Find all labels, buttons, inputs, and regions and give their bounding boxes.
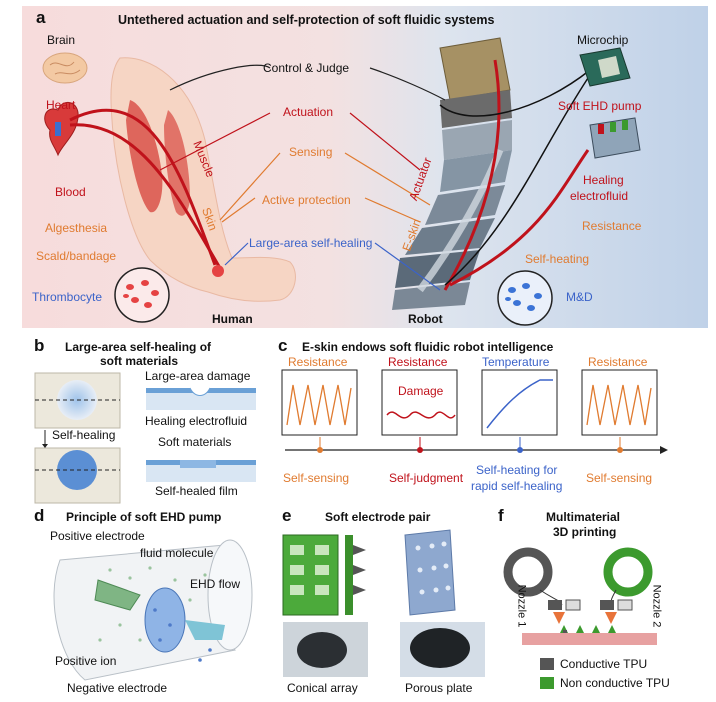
chart-3-footer-line1: Self-heating for: [476, 463, 558, 477]
label-thrombocyte: Thrombocyte: [32, 290, 103, 304]
resistance-trace-1: [286, 384, 352, 426]
label-active-protection: Active protection: [262, 193, 351, 207]
panel-c-letter: c: [278, 336, 288, 355]
panel-a-title: Untethered actuation and self-protection…: [118, 13, 495, 27]
legend-swatch-nonconductive: [540, 677, 554, 689]
thrombocyte-circle: [114, 267, 170, 323]
label-positive-electrode: Positive electrode: [50, 529, 145, 543]
brain-shape: [42, 52, 88, 84]
label-large-area-self-healing: Large-area self-healing: [249, 236, 373, 250]
label-md: M&D: [566, 290, 593, 304]
heart-shape: [44, 102, 79, 157]
panel-c-title: E-skin endows soft fluidic robot intelli…: [302, 340, 554, 354]
label-algesthesia: Algesthesia: [45, 221, 108, 235]
chart-3-header: Temperature: [482, 355, 550, 369]
label-large-area-damage: Large-area damage: [145, 369, 251, 383]
panel-f-title-line2: 3D printing: [553, 525, 617, 539]
label-ehd-flow: EHD flow: [190, 577, 241, 591]
chart-box-1: [281, 369, 658, 436]
conical-array-drawing: [282, 534, 366, 616]
label-healing-electrofluid: Healing electrofluid: [145, 414, 248, 428]
label-control: Control & Judge: [263, 61, 350, 75]
chart-3-footer-line2: rapid self-healing: [471, 479, 563, 493]
chart-4-footer: Self-sensing: [586, 471, 653, 485]
md-circle: [497, 270, 553, 326]
label-actuation: Actuation: [283, 105, 334, 119]
label-human: Human: [212, 312, 253, 326]
label-resistance: Resistance: [582, 219, 642, 233]
label-negative-electrode: Negative electrode: [67, 681, 168, 695]
label-positive-ion: Positive ion: [55, 654, 117, 668]
panel-b-title-line1: Large-area self-healing of: [65, 340, 212, 354]
label-heart: Heart: [46, 98, 76, 112]
damage-trace: [386, 411, 456, 419]
arm-shape: [110, 57, 296, 302]
legend-conductive-label: Conductive TPU: [560, 657, 648, 671]
label-robot: Robot: [408, 312, 443, 326]
chart-2-footer: Self-judgment: [389, 471, 464, 485]
panel-e-letter: e: [282, 506, 292, 525]
panel-b-letter: b: [34, 336, 45, 355]
label-nozzle-1: Nozzle 1: [515, 584, 528, 628]
label-conical-array: Conical array: [287, 681, 358, 695]
label-electrofluid: electrofluid: [570, 189, 629, 203]
label-brain: Brain: [47, 33, 76, 47]
resistance-trace-2: [586, 384, 652, 426]
chart-2-header: Resistance: [388, 355, 448, 369]
label-self-heating: Self-heating: [525, 252, 590, 266]
pump-shape: [589, 117, 641, 159]
label-self-healing: Self-healing: [52, 428, 116, 442]
label-nozzle-2: Nozzle 2: [650, 584, 663, 628]
porous-plate-drawing: [404, 529, 456, 616]
chart-2-damage-label: Damage: [398, 384, 444, 398]
label-self-healed-film: Self-healed film: [155, 484, 238, 498]
label-porous-plate: Porous plate: [405, 681, 473, 695]
temperature-trace: [486, 379, 553, 429]
chart-1-footer: Self-sensing: [283, 471, 350, 485]
panel-e-title: Soft electrode pair: [325, 510, 431, 524]
label-healing: Healing: [583, 173, 624, 187]
ehd-pump-drawing: [53, 539, 253, 681]
chart-4-header: Resistance: [588, 355, 648, 369]
label-blood: Blood: [55, 185, 86, 199]
panel-f-title-line1: Multimaterial: [546, 510, 621, 524]
label-soft-materials: Soft materials: [158, 435, 232, 449]
label-fluid-molecule: fluid molecule: [140, 546, 214, 560]
panel-f-letter: f: [498, 506, 504, 525]
chart-1-header: Resistance: [288, 355, 348, 369]
panel-d-title: Principle of soft EHD pump: [66, 510, 222, 524]
label-scald: Scald/bandage: [36, 249, 117, 263]
panel-a-letter: a: [36, 8, 46, 27]
label-soft-ehd-pump: Soft EHD pump: [558, 99, 642, 113]
legend-nonconductive-label: Non conductive TPU: [560, 676, 670, 690]
panel-d-letter: d: [34, 506, 45, 525]
label-sensing: Sensing: [289, 145, 333, 159]
legend-swatch-conductive: [540, 658, 554, 670]
label-microchip: Microchip: [577, 33, 629, 47]
microchip-shape: [579, 47, 631, 87]
panel-b-title-line2: soft materials: [100, 354, 179, 368]
robot-body: [392, 37, 591, 310]
